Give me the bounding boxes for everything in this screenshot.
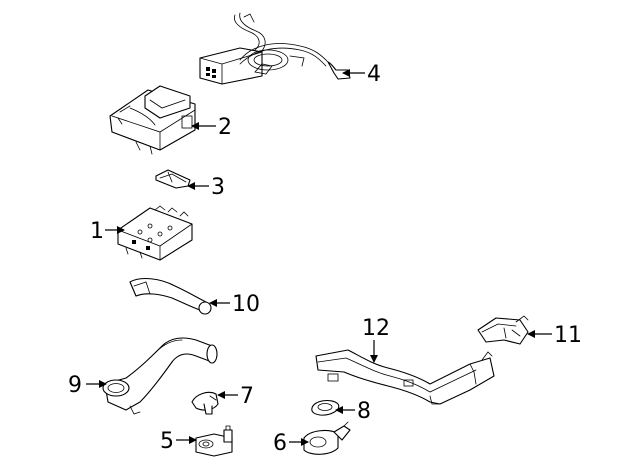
- part-4-wiring-harness: [199, 12, 351, 85]
- part-11-bracket: [477, 315, 529, 345]
- callout-4: 4: [367, 62, 381, 87]
- part-2-module-housing: [109, 85, 196, 155]
- callout-7: 7: [240, 384, 254, 409]
- part-5-sensor: [195, 425, 233, 457]
- part-1-control-unit: [117, 205, 193, 261]
- callout-10: 10: [232, 292, 260, 317]
- callout-3: 3: [211, 175, 225, 200]
- part-8-seal-ring: [311, 399, 340, 416]
- callout-8: 8: [357, 399, 371, 424]
- part-9-curved-pipe: [102, 337, 218, 415]
- callout-11: 11: [554, 323, 582, 348]
- callouts: 4 2 3 1 10 9 7 5 6 8 12 11: [68, 62, 582, 456]
- part-7-fitting: [191, 391, 219, 415]
- callout-5: 5: [160, 429, 174, 454]
- part-10-duct: [129, 277, 212, 315]
- callout-6: 6: [273, 431, 287, 456]
- callout-12: 12: [362, 316, 390, 341]
- callout-1: 1: [90, 219, 104, 244]
- part-6-sensor-clip: [303, 421, 351, 455]
- part-12-long-duct: [315, 349, 495, 405]
- callout-2: 2: [218, 115, 232, 140]
- callout-9: 9: [68, 373, 82, 398]
- part-3-clip: [155, 169, 191, 189]
